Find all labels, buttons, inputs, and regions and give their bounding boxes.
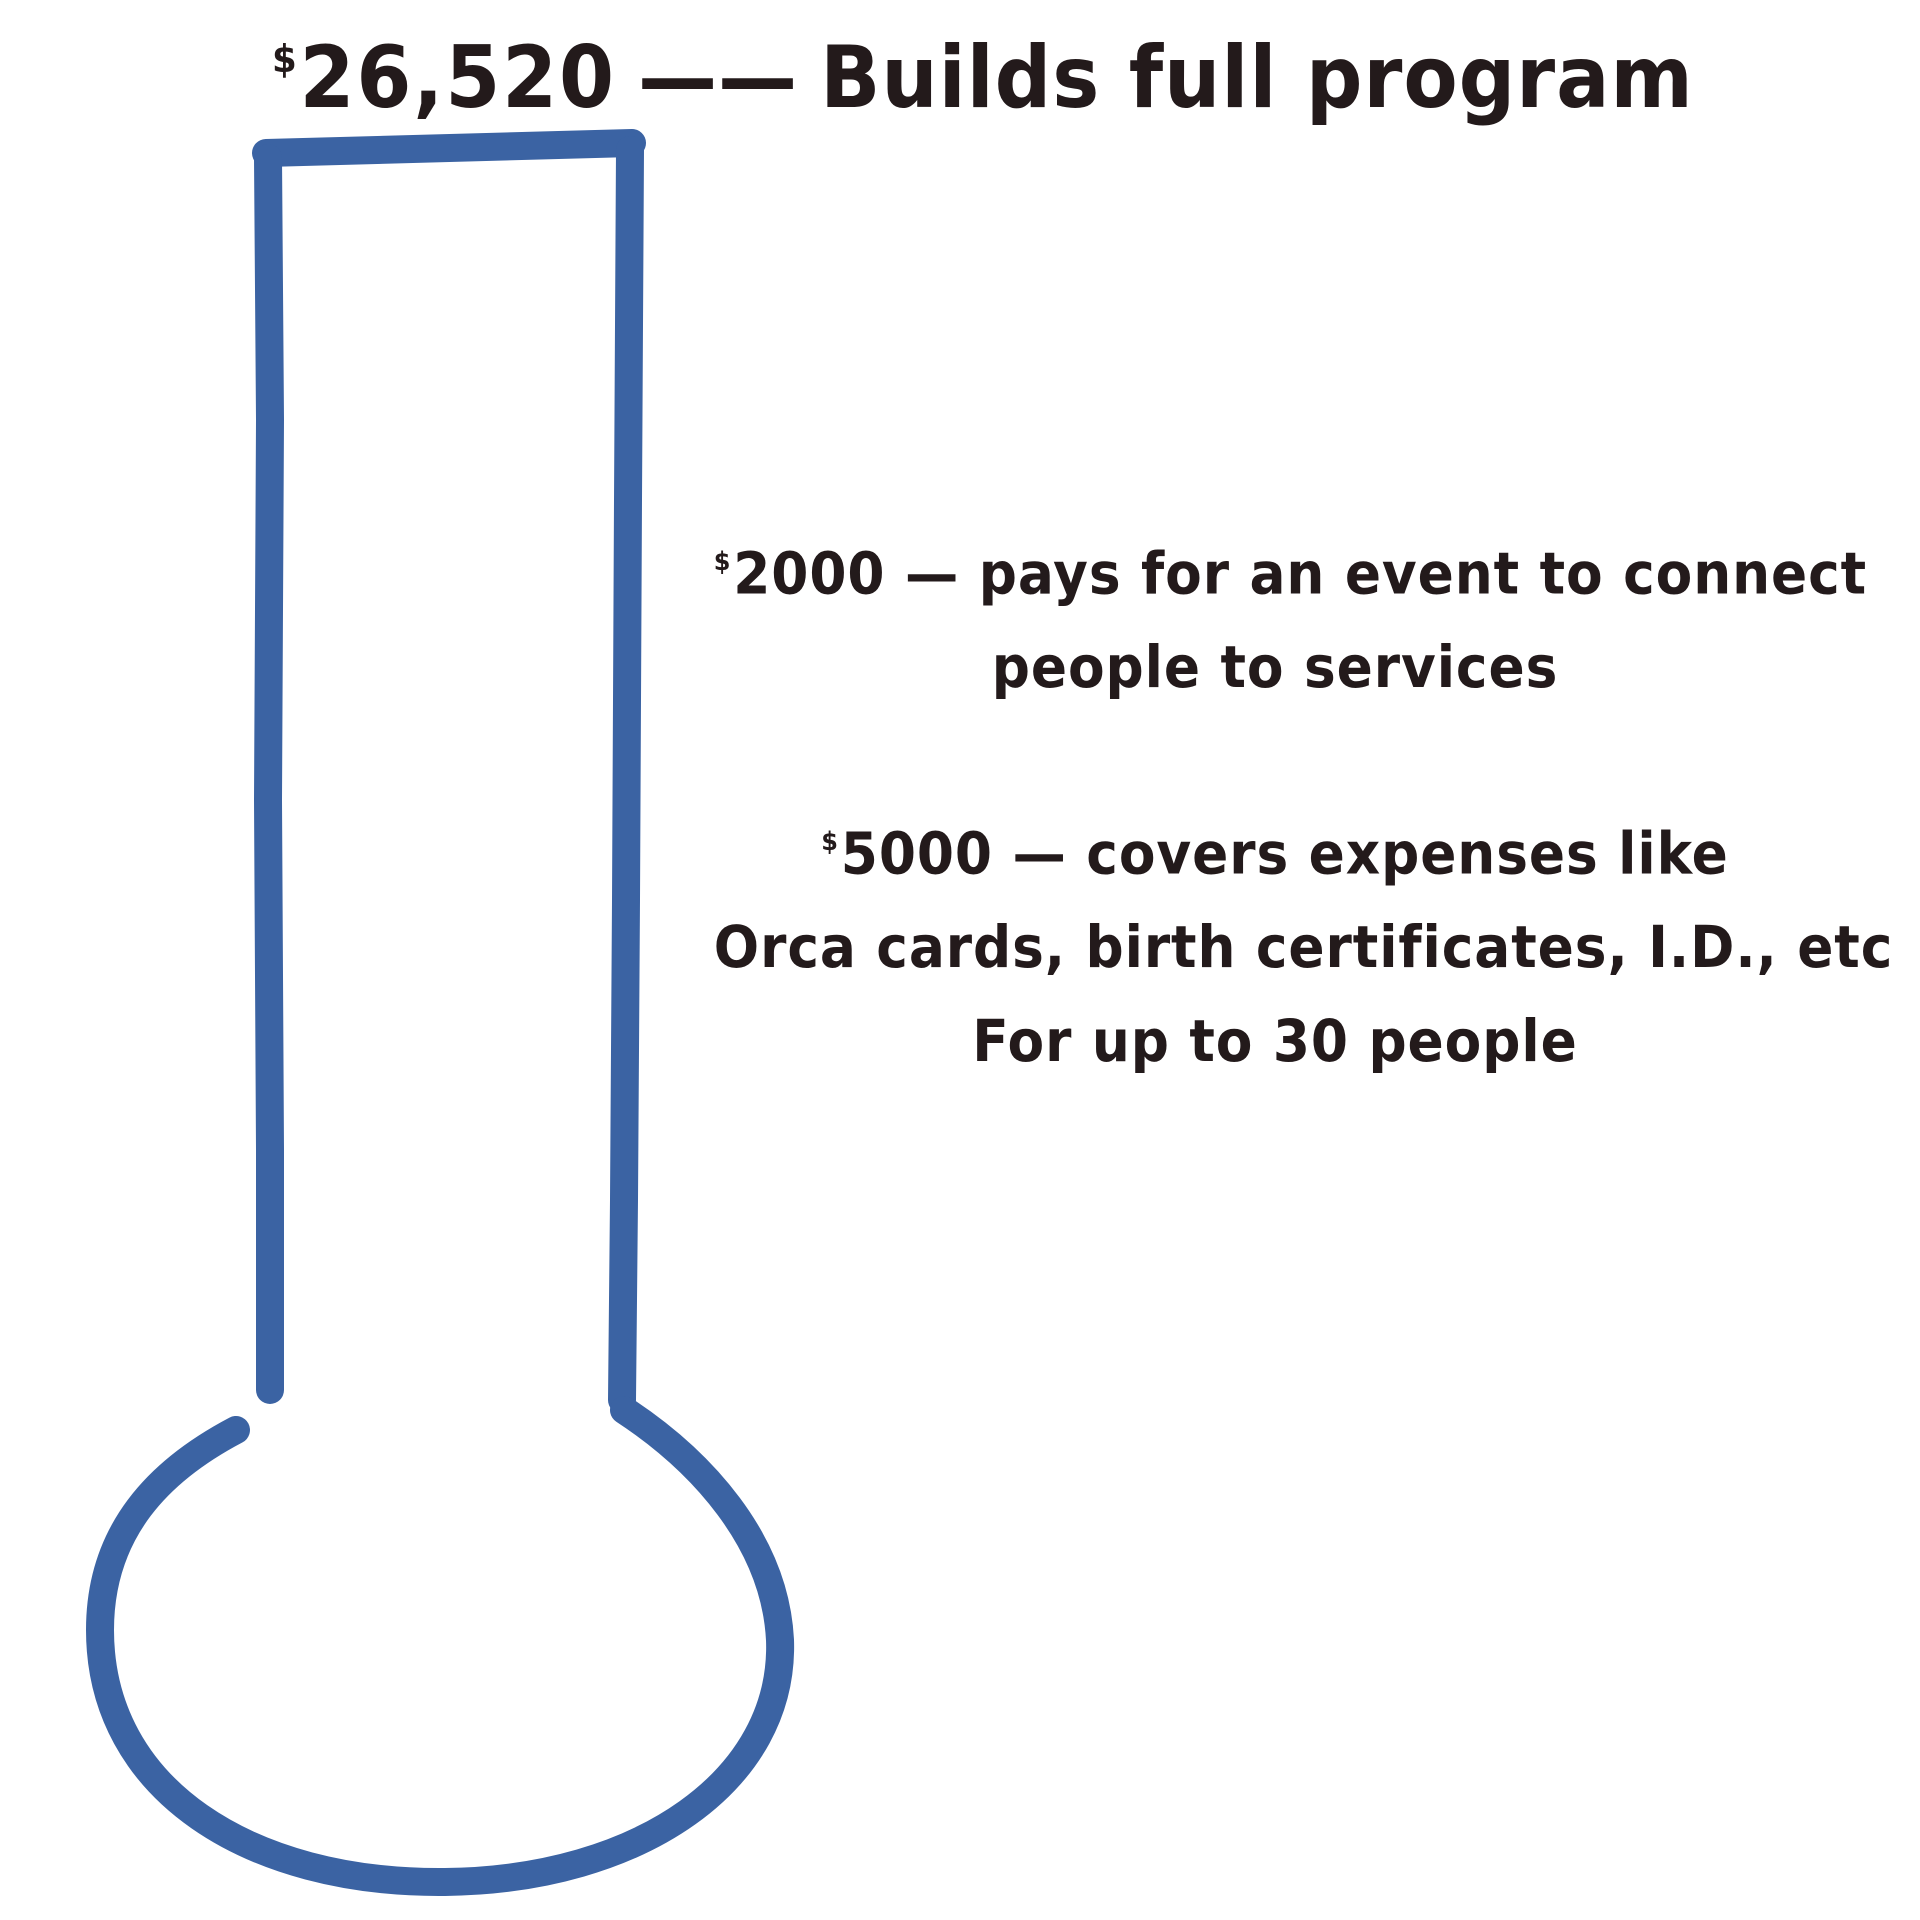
tier-2000: $2000 — pays for an event to connect peo…: [713, 515, 1866, 714]
tier-2000-line2: people to services: [991, 633, 1559, 702]
tier-5000-currency-symbol: $: [821, 827, 839, 857]
goal-amount: 26,520: [299, 28, 616, 128]
tier-5000-line1: $5000 — covers expenses like: [714, 795, 1836, 900]
tier-5000-line2: Orca cards, birth certificates, I.D., et…: [713, 913, 1894, 982]
tier-2000-description: pays for an event to connect: [978, 539, 1868, 608]
tier-2000-separator: —: [904, 539, 960, 608]
goal-separator: ——: [637, 28, 799, 128]
thermometer-left-stem: [254, 144, 284, 1404]
tier-5000-line3: For up to 30 people: [972, 1007, 1578, 1076]
tier-5000-separator: —: [1012, 819, 1067, 888]
tier-5000-description: covers expenses like: [1086, 819, 1729, 888]
tier-2000-amount: 2000: [733, 539, 886, 608]
thermometer-bulb: [86, 1396, 795, 1897]
thermometer-right-stem: [608, 136, 644, 1414]
tier-2000-currency-symbol: $: [713, 547, 732, 577]
tier-5000-amount: 5000: [840, 819, 993, 888]
thermometer-top-edge: [252, 129, 646, 167]
tier-2000-line1: $2000 — pays for an event to connect: [713, 515, 1866, 620]
goal-label: Builds full program: [820, 28, 1694, 128]
tier-5000: $5000 — covers expenses like Orca cards,…: [713, 795, 1894, 1088]
goal-headline: $26,520——Builds full program: [272, 28, 1694, 128]
goal-currency-symbol: $: [272, 37, 298, 83]
